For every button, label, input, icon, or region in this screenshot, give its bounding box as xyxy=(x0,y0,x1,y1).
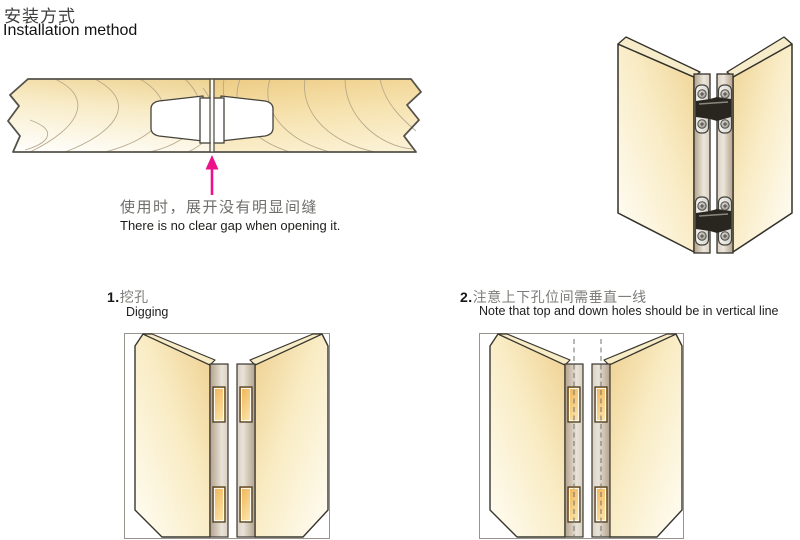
alignment-figure xyxy=(479,333,684,539)
board-outline xyxy=(7,78,422,153)
gap-note-en: There is no clear gap when opening it. xyxy=(120,218,341,233)
gap-note-zh: 使用时，展开没有明显间缝 xyxy=(120,199,319,216)
right-panel-top-edge xyxy=(249,333,323,366)
left-panel-face xyxy=(489,333,566,538)
page-title-en: Installation method xyxy=(3,22,138,39)
left-panel-face xyxy=(134,333,211,538)
left-panel-top-edge xyxy=(497,333,571,366)
concealed-hinge-top xyxy=(694,84,733,134)
right-panel-top-edge xyxy=(603,333,677,366)
page-title-zh: 安装方式 xyxy=(4,7,76,26)
right-panel-face xyxy=(608,333,683,538)
up-arrow-icon xyxy=(205,155,219,195)
left-panel-face xyxy=(617,43,695,253)
right-panel-face xyxy=(254,333,329,538)
flat-board-figure xyxy=(7,78,422,195)
mortise-holes xyxy=(212,386,253,523)
panel-joint-line xyxy=(209,79,215,152)
left-panel-top-edge xyxy=(617,36,701,78)
step-1-number: 1. xyxy=(107,289,120,305)
right-panel-face xyxy=(732,43,793,253)
left-panel-top-edge xyxy=(142,333,216,366)
concealed-hinge-bottom xyxy=(694,196,733,246)
right-panel-top-edge xyxy=(726,36,793,78)
step-1-title-zh: 挖孔 xyxy=(119,289,149,305)
step-2-number: 2. xyxy=(460,289,473,305)
open-panels-figure xyxy=(617,36,793,254)
step-1-label: 1.挖孔 xyxy=(107,287,149,307)
step-1-title-en: Digging xyxy=(126,305,169,319)
step-2-label: 2.注意上下孔位间需垂直一线 xyxy=(460,287,647,307)
digging-figure xyxy=(124,333,330,539)
step-2-title-en: Note that top and down holes should be i… xyxy=(479,304,779,318)
vertical-alignment-dashed-lines xyxy=(573,339,602,536)
step-2-title-zh: 注意上下孔位间需垂直一线 xyxy=(472,289,647,305)
